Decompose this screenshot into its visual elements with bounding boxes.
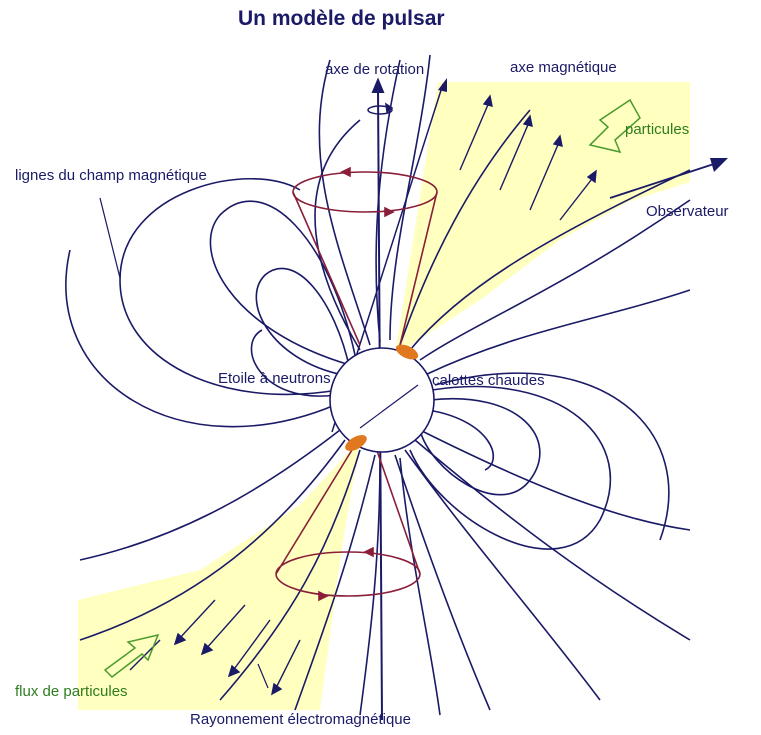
star-axis-segment	[359, 384, 419, 429]
label-particles: particules	[625, 121, 690, 138]
lower-cone	[275, 444, 421, 602]
upper-cone	[292, 166, 438, 346]
diagram-title: Un modèle de pulsar	[238, 7, 445, 30]
label-rotation-axis: axe de rotation	[325, 61, 425, 78]
hot-cap-bottom	[345, 435, 367, 451]
label-particle-flux: flux de particules	[15, 683, 128, 700]
field-lines	[65, 54, 691, 716]
em-radiation-leader	[257, 663, 269, 689]
field-lines-leader	[99, 197, 121, 279]
observer-arrow-icon	[609, 158, 728, 199]
label-em-radiation: Rayonnement électromagnétique	[190, 711, 411, 728]
hot-cap-top	[395, 344, 419, 360]
rotation-arrow-icon	[367, 102, 394, 115]
label-hot-caps: calottes chaudes	[432, 372, 545, 389]
label-magnetic-axis: axe magnétique	[510, 59, 617, 76]
lower-beam	[78, 440, 360, 710]
label-neutron-star: Etoile à neutrons	[218, 370, 331, 387]
magnetic-axis-tip	[438, 78, 447, 92]
label-observer: Observateur	[646, 203, 729, 220]
particle-flux-arrow-icon	[103, 633, 160, 678]
neutron-star	[329, 347, 435, 453]
label-field-lines: lignes du champ magnétique	[15, 167, 207, 184]
particle-arrows	[129, 94, 597, 696]
particle-arrow-icon	[588, 98, 641, 154]
